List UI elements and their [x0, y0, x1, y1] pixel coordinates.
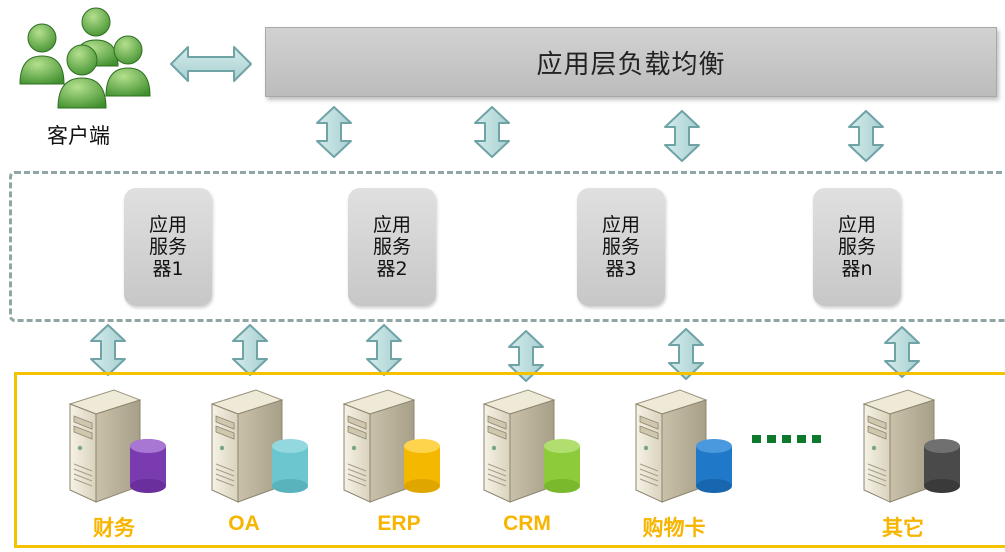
app-server-label-line: 服务: [372, 236, 411, 258]
clients-label: 客户端: [47, 124, 110, 148]
app-server-label-line: 服务: [148, 236, 187, 258]
clients-group-icon: [19, 7, 151, 109]
system-label-finance: 财务: [93, 517, 135, 540]
double-arrow-vertical-icon: [230, 324, 270, 376]
double-arrow-vertical-icon: [846, 110, 886, 162]
server-database-icon: [628, 386, 732, 506]
app-server-label-line: 服务: [601, 236, 640, 258]
system-label-oa: OA: [228, 512, 260, 535]
ellipsis-dots-icon: [752, 435, 821, 443]
app-server-2: 应用 服务 器2: [348, 188, 436, 306]
server-database-icon: [336, 386, 440, 506]
server-database-icon: [204, 386, 308, 506]
backend-systems-tier: [14, 372, 1005, 548]
app-server-label-line: 器n: [841, 258, 873, 280]
app-server-label-line: 器3: [605, 258, 637, 280]
double-arrow-horizontal-icon: [170, 46, 252, 82]
double-arrow-vertical-icon: [472, 106, 512, 158]
system-label-shopping-card: 购物卡: [642, 517, 706, 540]
double-arrow-vertical-icon: [314, 106, 354, 158]
system-label-erp: ERP: [377, 512, 421, 535]
load-balancer-bar: 应用层负载均衡: [265, 27, 997, 97]
app-server-label-line: 应用: [837, 214, 876, 236]
load-balancer-title: 应用层负载均衡: [536, 49, 726, 80]
app-server-tier: [9, 171, 1005, 322]
app-server-label-line: 器1: [152, 258, 184, 280]
app-server-label-line: 器2: [376, 258, 408, 280]
app-server-label-line: 应用: [148, 214, 187, 236]
server-database-icon: [856, 386, 960, 506]
double-arrow-vertical-icon: [364, 324, 404, 376]
double-arrow-vertical-icon: [662, 110, 702, 162]
server-database-icon: [62, 386, 166, 506]
app-server-3: 应用 服务 器3: [577, 188, 665, 306]
app-server-label-line: 应用: [601, 214, 640, 236]
app-server-1: 应用 服务 器1: [124, 188, 212, 306]
double-arrow-vertical-icon: [88, 324, 128, 376]
system-label-crm: CRM: [503, 512, 551, 535]
server-database-icon: [476, 386, 580, 506]
app-server-label-line: 应用: [372, 214, 411, 236]
system-label-other: 其它: [882, 517, 924, 540]
app-server-label-line: 服务: [837, 236, 876, 258]
app-server-n: 应用 服务 器n: [813, 188, 901, 306]
double-arrow-vertical-icon: [882, 326, 922, 378]
